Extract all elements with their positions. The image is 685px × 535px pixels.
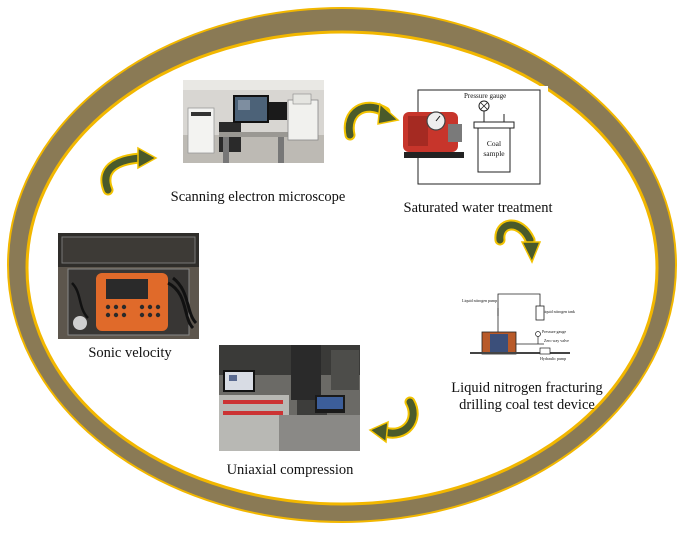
ln2-label-line1: Liquid nitrogen fracturing bbox=[451, 380, 603, 396]
arrow-water-to-ln2 bbox=[494, 219, 542, 264]
ln2-gauge-label: Pressure gauge bbox=[542, 329, 566, 334]
water-treatment-label: Saturated water treatment bbox=[403, 200, 553, 216]
ln2-tank-label: Liquid nitrogen tank bbox=[542, 309, 575, 314]
arrow-ln2-to-uniaxial bbox=[368, 396, 419, 444]
uniaxial-label: Uniaxial compression bbox=[226, 462, 354, 478]
water-sample-label-1: Coal bbox=[487, 139, 501, 148]
ln2-pump-label: Liquid nitrogen pump bbox=[462, 298, 497, 303]
water-gauge-label: Pressure gauge bbox=[464, 92, 506, 100]
sonic-velocity-label: Sonic velocity bbox=[88, 345, 172, 361]
arrow-sonic-to-sem bbox=[100, 146, 158, 196]
ln2-hydraulic-label: Hydraulic pump bbox=[540, 356, 566, 361]
ln2-device-image: Liquid nitrogen pump Liquid nitrogen tan… bbox=[460, 288, 578, 364]
ln2-valve-label: Zero way valve bbox=[544, 338, 569, 343]
arrow-sem-to-water bbox=[343, 101, 400, 141]
uniaxial-photo bbox=[219, 345, 360, 451]
sem-photo bbox=[183, 80, 324, 163]
water-sample-label-2: sample bbox=[483, 149, 505, 158]
sem-label: Scanning electron microscope bbox=[170, 189, 346, 205]
sonic-velocity-photo bbox=[58, 233, 199, 339]
ln2-label-line2: drilling coal test device bbox=[459, 397, 595, 413]
water-treatment-image: Pressure gauge Coal sample bbox=[400, 86, 548, 196]
